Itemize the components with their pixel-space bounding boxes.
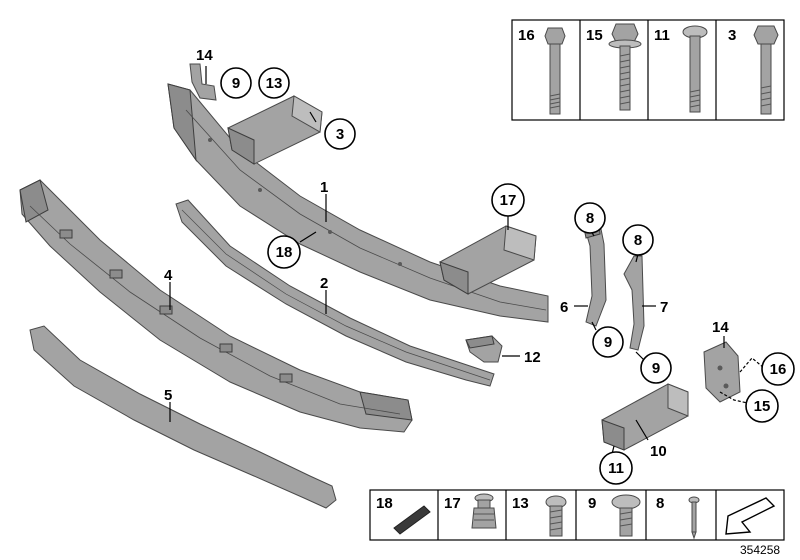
svg-text:15: 15 — [754, 398, 771, 415]
label-14-right: 14 — [712, 319, 729, 336]
svg-text:17: 17 — [500, 192, 517, 209]
bracket-upper — [189, 63, 217, 101]
callout-11: 11 — [599, 451, 633, 485]
flange-screw-icon — [611, 494, 641, 537]
bottom-box-label-3: 13 — [512, 495, 529, 512]
foam-pad-icon — [393, 505, 431, 535]
top-box-label-4: 3 — [728, 27, 736, 44]
bottom-box-label-1: 18 — [376, 495, 393, 512]
bottom-box-frame — [369, 489, 785, 541]
callout-9-left: 9 — [592, 326, 624, 358]
hex-bolt-icon — [753, 25, 779, 115]
round-head-screw-icon — [545, 495, 567, 537]
rivet-icon — [688, 496, 700, 540]
svg-text:13: 13 — [266, 75, 283, 92]
reinforcement-strip — [175, 199, 495, 387]
callout-9-top: 9 — [220, 67, 252, 99]
mounting-plate — [703, 341, 741, 403]
bottom-box-label-5: 8 — [656, 495, 664, 512]
top-box-label-2: 15 — [586, 27, 603, 44]
leader-lines — [169, 66, 765, 455]
bumper-carrier — [167, 83, 549, 323]
callout-8-right: 8 — [622, 224, 654, 256]
top-fastener-box: 16 15 11 3 — [511, 19, 785, 121]
callout-18: 18 — [267, 235, 301, 269]
label-2: 2 — [320, 275, 328, 292]
svg-text:9: 9 — [652, 360, 660, 377]
svg-text:3: 3 — [336, 126, 344, 143]
push-clip-icon — [471, 493, 497, 529]
label-6: 6 — [560, 299, 568, 316]
lower-strip — [29, 325, 337, 509]
top-box-label-1: 16 — [518, 27, 535, 44]
crash-box-upper — [227, 95, 323, 165]
label-14-top: 14 — [196, 47, 213, 64]
bottom-box-label-4: 9 — [588, 495, 596, 512]
svg-text:16: 16 — [770, 361, 787, 378]
label-7: 7 — [660, 299, 668, 316]
label-5: 5 — [164, 387, 172, 404]
bottom-box-label-2: 17 — [444, 495, 461, 512]
label-4: 4 — [164, 267, 173, 284]
direction-arrow-icon — [725, 497, 776, 535]
energy-absorber — [19, 179, 413, 433]
callout-8-left: 8 — [574, 202, 606, 234]
callout-15-right: 15 — [745, 389, 779, 423]
callout-17: 17 — [491, 183, 525, 217]
callout-3: 3 — [324, 118, 356, 150]
side-member — [601, 383, 689, 451]
bottom-fastener-box: 18 17 13 9 8 — [369, 489, 785, 541]
small-bracket — [465, 335, 503, 363]
bracket-right-vertical — [623, 255, 645, 351]
svg-text:8: 8 — [634, 232, 642, 249]
label-1: 1 — [320, 179, 328, 196]
svg-text:18: 18 — [276, 244, 293, 261]
pan-head-screw-icon — [682, 25, 708, 113]
reference-number: 354258 — [740, 543, 780, 557]
label-12: 12 — [524, 349, 541, 366]
callout-13-top: 13 — [258, 67, 290, 99]
flange-bolt-icon — [608, 23, 642, 111]
hex-bolt-long-icon — [544, 27, 566, 115]
svg-text:9: 9 — [232, 75, 240, 92]
crash-box-lower — [439, 225, 537, 295]
svg-text:11: 11 — [608, 460, 624, 477]
svg-text:8: 8 — [586, 210, 594, 227]
label-10: 10 — [650, 443, 667, 460]
callout-16-right: 16 — [761, 352, 795, 386]
callout-9-right: 9 — [640, 352, 672, 384]
top-box-label-3: 11 — [654, 27, 670, 44]
svg-text:9: 9 — [604, 334, 612, 351]
